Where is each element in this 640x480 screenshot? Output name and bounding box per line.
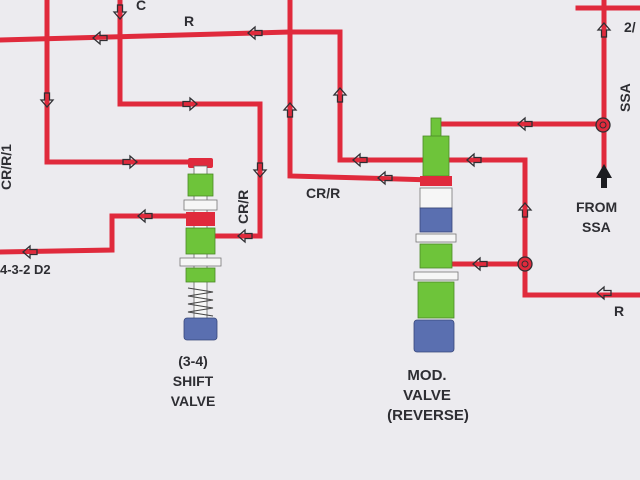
mod-valve [413, 117, 459, 353]
shift-valve-title-3: VALVE [171, 393, 216, 409]
label-cr-r-1: CR/R/1 [0, 144, 14, 190]
line-vertical-4 [337, 29, 438, 163]
shift-valve-land [185, 267, 216, 283]
label-top-right: 2/ [624, 19, 636, 35]
mod-valve-stem [430, 117, 442, 139]
mod-valve-land [417, 281, 455, 319]
mod-valve-plug [413, 319, 455, 353]
filled-arrow-up-icon [596, 164, 612, 188]
line-4-3-2-d2 [0, 213, 193, 255]
label-r-right: R [614, 303, 624, 319]
shift-valve-land [187, 173, 214, 197]
label-top-r: R [184, 13, 194, 29]
shift-valve-land [186, 212, 215, 226]
shift-valve-land [185, 227, 216, 255]
label-cr-r-vertical: CR/R [235, 190, 251, 224]
label-ssa-vertical: SSA [617, 83, 633, 112]
shift-valve-top-cap [188, 158, 213, 168]
shift-valve-land [179, 257, 222, 267]
label-from: FROM [576, 199, 617, 215]
shift-valve-title-1: (3-4) [178, 353, 208, 369]
label-cr-r-center: CR/R [306, 185, 340, 201]
mod-valve-title-2: VALVE [403, 387, 451, 404]
shift-valve [179, 158, 222, 341]
line-vertical-3 [287, 0, 438, 183]
junction-circle-icon [599, 121, 607, 129]
mod-valve-land [419, 243, 453, 269]
mod-valve-land [413, 271, 459, 281]
mod-valve-land [419, 187, 453, 209]
line-mod-right-1 [437, 157, 640, 298]
shift-valve-land [183, 199, 218, 211]
mod-valve-title-3: (REVERSE) [387, 407, 469, 424]
shift-valve-plug [183, 317, 218, 341]
hydraulic-lines [0, 0, 640, 298]
labels: C R 2/ CR/R/1 CR/R CR/R SSA FROM SSA R 4… [0, 0, 636, 424]
shift-valve-title-2: SHIFT [173, 373, 214, 389]
mod-valve-body [422, 135, 450, 177]
label-from-ssa: SSA [582, 219, 611, 235]
shift-valve-spring [187, 287, 214, 317]
junction-circle-icon [521, 260, 529, 268]
line-vertical-2 [117, 0, 263, 239]
mod-valve-land [415, 233, 457, 243]
line-left-vertical-1 [44, 0, 208, 165]
mod-valve-land [420, 176, 452, 186]
junctions [517, 117, 611, 272]
mod-valve-land [419, 207, 453, 233]
junction-circle-icon [595, 117, 611, 133]
label-top-c: C [136, 0, 146, 13]
junction-circle-icon [517, 256, 533, 272]
label-4-3-2-d2: 4-3-2 D2 [0, 262, 51, 277]
mod-valve-title-1: MOD. [407, 367, 446, 384]
